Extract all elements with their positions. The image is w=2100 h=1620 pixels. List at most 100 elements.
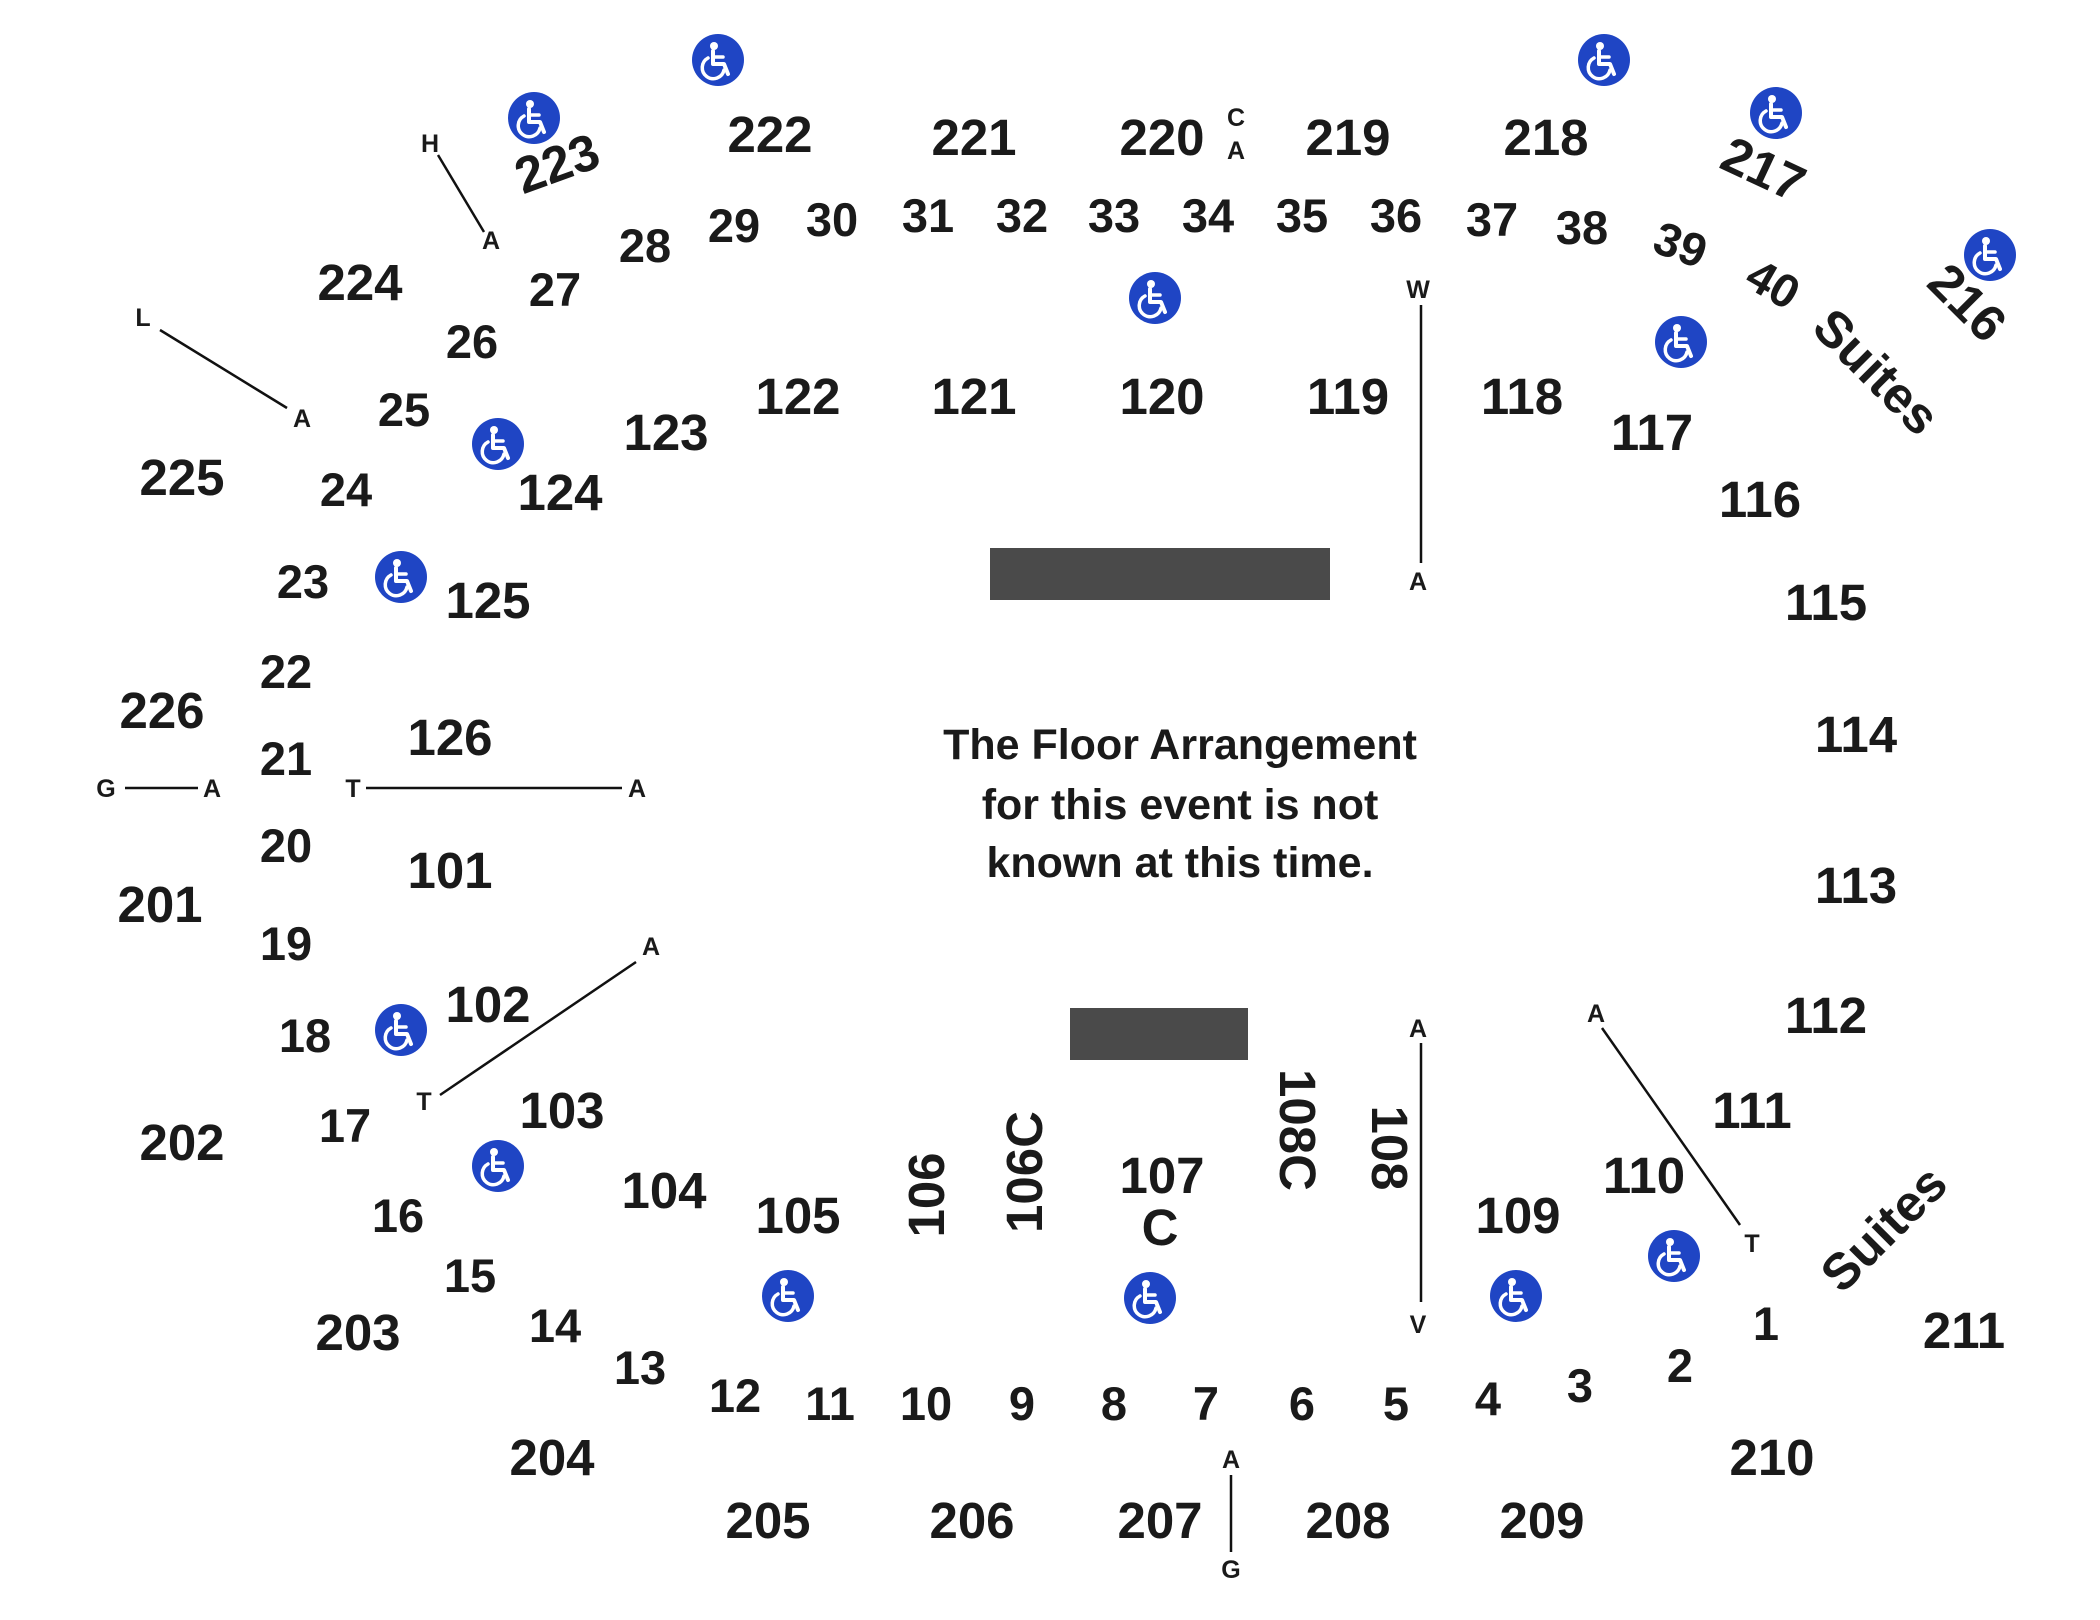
wheelchair-accessible-icon[interactable] [1578, 34, 1630, 86]
section-217[interactable]: 217 [1713, 125, 1814, 213]
row-15: 15 [444, 1249, 496, 1302]
section-123[interactable]: 123 [623, 404, 708, 461]
section-126[interactable]: 126 [407, 709, 492, 766]
section-105[interactable]: 105 [755, 1187, 840, 1244]
section-108C[interactable]: 108C [1269, 1069, 1326, 1191]
wheelchair-accessible-icon[interactable] [1655, 316, 1707, 368]
row-4: 4 [1475, 1372, 1501, 1425]
section-106C[interactable]: 106C [996, 1111, 1053, 1233]
row-1: 1 [1753, 1297, 1779, 1350]
section-225[interactable]: 225 [139, 449, 224, 506]
section-205[interactable]: 205 [725, 1492, 810, 1549]
section-103[interactable]: 103 [519, 1082, 604, 1139]
aisle-marker-a: A [1227, 137, 1245, 165]
message-line-1: The Floor Arrangement [943, 721, 1417, 769]
section-108[interactable]: 108 [1361, 1105, 1418, 1190]
section-124[interactable]: 124 [517, 464, 603, 521]
section-115[interactable]: 115 [1785, 574, 1867, 631]
section-117[interactable]: 117 [1611, 404, 1693, 461]
row-23: 23 [277, 555, 329, 608]
section-202[interactable]: 202 [139, 1114, 224, 1171]
floor-arrangement-message: The Floor Arrangement for this event is … [943, 721, 1417, 887]
row-5: 5 [1383, 1377, 1409, 1430]
row-40: 40 [1737, 248, 1809, 320]
aisle-marker-a: A [1587, 1000, 1605, 1028]
row-14: 14 [529, 1299, 581, 1352]
section-118[interactable]: 118 [1481, 368, 1563, 425]
section-107-c[interactable]: C [1142, 1199, 1179, 1256]
row-32: 32 [996, 189, 1048, 242]
section-110[interactable]: 110 [1603, 1147, 1685, 1204]
section-224[interactable]: 224 [317, 254, 403, 311]
section-104[interactable]: 104 [621, 1162, 707, 1219]
section-109[interactable]: 109 [1475, 1187, 1560, 1244]
section-222[interactable]: 222 [727, 106, 812, 163]
section-101[interactable]: 101 [407, 842, 492, 899]
section-206[interactable]: 206 [929, 1492, 1014, 1549]
row-12: 12 [709, 1369, 761, 1422]
section-111[interactable]: 111 [1712, 1082, 1791, 1139]
section-113[interactable]: 113 [1815, 857, 1897, 914]
aisle-marker-a: A [293, 405, 311, 433]
wheelchair-accessible-icon[interactable] [1490, 1270, 1542, 1322]
aisle-marker-a: A [628, 775, 646, 803]
row-17: 17 [319, 1099, 371, 1152]
wheelchair-accessible-icon[interactable] [472, 1140, 524, 1192]
section-218[interactable]: 218 [1503, 109, 1588, 166]
section-120[interactable]: 120 [1119, 368, 1204, 425]
row-33: 33 [1088, 189, 1140, 242]
section-122[interactable]: 122 [755, 368, 840, 425]
section-209[interactable]: 209 [1499, 1492, 1584, 1549]
wheelchair-accessible-icon[interactable] [1964, 229, 2016, 281]
section-112[interactable]: 112 [1785, 987, 1867, 1044]
wheelchair-accessible-icon[interactable] [762, 1270, 814, 1322]
section-220[interactable]: 220 [1119, 109, 1204, 166]
section-210[interactable]: 210 [1729, 1429, 1814, 1486]
section-106[interactable]: 106 [898, 1152, 955, 1237]
section-226[interactable]: 226 [119, 682, 204, 739]
wheelchair-accessible-icon[interactable] [375, 551, 427, 603]
row-22: 22 [260, 645, 312, 698]
wheelchair-accessible-icon[interactable] [472, 418, 524, 470]
suites-label-lower[interactable]: Suites [1809, 1154, 1958, 1303]
section-211[interactable]: 211 [1923, 1302, 2005, 1359]
aisle-marker-h: H [421, 130, 439, 158]
section-219[interactable]: 219 [1305, 109, 1390, 166]
row-6: 6 [1289, 1377, 1315, 1430]
row-34: 34 [1182, 189, 1234, 242]
aisle-marker-t: T [1744, 1230, 1759, 1258]
wheelchair-accessible-icon[interactable] [692, 34, 744, 86]
row-8: 8 [1101, 1377, 1127, 1430]
section-201[interactable]: 201 [117, 876, 202, 933]
row-20: 20 [260, 819, 312, 872]
wheelchair-accessible-icon[interactable] [1750, 87, 1802, 139]
wheelchair-accessible-icon[interactable] [375, 1004, 427, 1056]
wheelchair-accessible-icon[interactable] [1124, 1272, 1176, 1324]
section-121[interactable]: 121 [931, 368, 1016, 425]
stage-block-bottom [1070, 1008, 1248, 1060]
aisle-lines [125, 154, 1742, 1552]
section-125[interactable]: 125 [445, 572, 530, 629]
aisle-marker-w: W [1406, 276, 1430, 304]
aisle-marker-t: T [416, 1088, 431, 1116]
section-221[interactable]: 221 [931, 109, 1016, 166]
row-31: 31 [902, 189, 954, 242]
section-208[interactable]: 208 [1305, 1492, 1390, 1549]
section-114[interactable]: 114 [1815, 706, 1898, 763]
section-204[interactable]: 204 [509, 1429, 595, 1486]
wheelchair-accessible-icon[interactable] [1648, 1230, 1700, 1282]
suites-label-upper[interactable]: Suites [1802, 297, 1951, 446]
row-35: 35 [1276, 189, 1328, 242]
wheelchair-accessible-icon[interactable] [508, 92, 560, 144]
section-116[interactable]: 116 [1719, 471, 1801, 528]
row-39: 39 [1647, 211, 1714, 279]
row-28: 28 [619, 219, 671, 272]
section-107[interactable]: 107 [1119, 1147, 1204, 1204]
section-119[interactable]: 119 [1307, 368, 1389, 425]
section-207[interactable]: 207 [1117, 1492, 1202, 1549]
row-25: 25 [378, 383, 430, 436]
section-203[interactable]: 203 [315, 1304, 400, 1361]
section-102[interactable]: 102 [445, 976, 530, 1033]
wheelchair-accessible-icon[interactable] [1129, 272, 1181, 324]
